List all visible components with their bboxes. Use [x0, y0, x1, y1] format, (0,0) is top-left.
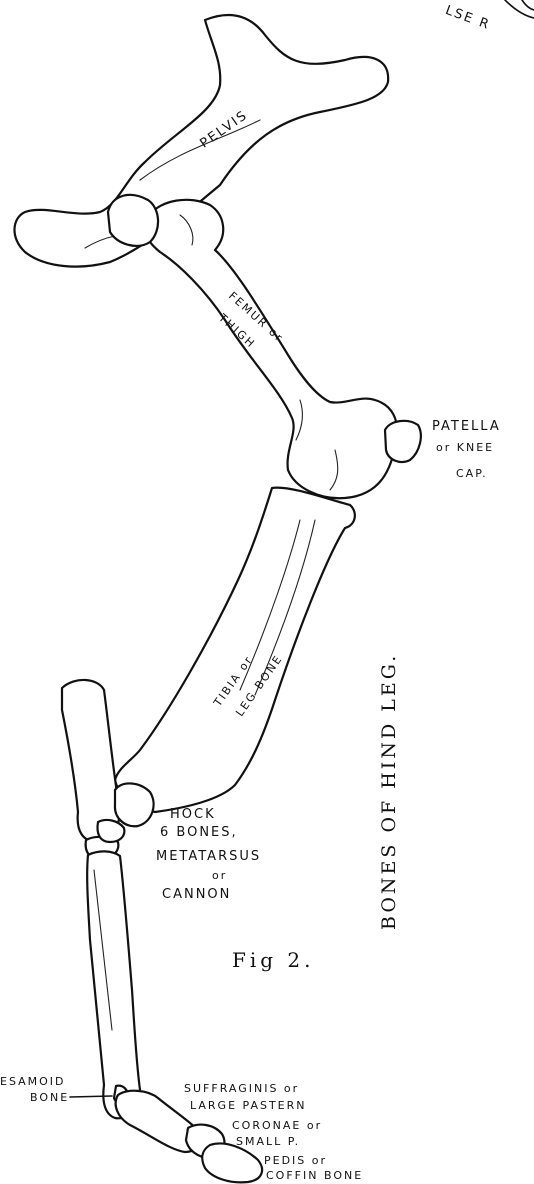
trochanter	[108, 195, 158, 246]
suffraginis-label-1: SUFFRAGINIS or	[184, 1083, 299, 1094]
sesamoid-pointer	[70, 1096, 112, 1097]
patella-bone	[385, 421, 421, 462]
pedis-label-1: PEDIS or	[264, 1155, 327, 1166]
hock-calcaneus	[62, 680, 119, 842]
coronae-label-1: CORONAE or	[232, 1120, 322, 1131]
patella-label-1: PATELLA	[432, 420, 501, 433]
sesamoid-label-1: ESAMOID	[0, 1076, 66, 1087]
patella-label-3: CAP.	[456, 468, 488, 479]
hock-tarsal-3	[98, 820, 125, 842]
coronae-label-2: SMALL P.	[236, 1136, 300, 1147]
metatarsus-label: METATARSUS	[156, 850, 261, 863]
tibia-bone	[115, 488, 355, 812]
femur-bone	[145, 200, 397, 498]
cannon-bone	[87, 851, 140, 1118]
cannon-label: CANNON	[162, 888, 231, 901]
sesamoid-label-2: BONE	[30, 1092, 69, 1103]
pedis-label-2: COFFIN BONE	[266, 1170, 363, 1181]
rib-fragment-2	[522, 0, 534, 10]
figure-caption: Fig 2.	[232, 950, 315, 970]
metatarsus-or-label: or	[212, 870, 227, 881]
suffraginis-label-2: LARGE PASTERN	[190, 1100, 307, 1111]
hock-tarsal-1	[115, 783, 154, 826]
diagram-title-vertical: BONES OF HIND LEG.	[380, 653, 399, 930]
hock-label-1: HOCK	[170, 808, 216, 821]
hock-label-2: 6 BONES,	[160, 826, 238, 839]
coffin-bone	[202, 1143, 262, 1182]
patella-label-2: or KNEE	[436, 442, 494, 453]
